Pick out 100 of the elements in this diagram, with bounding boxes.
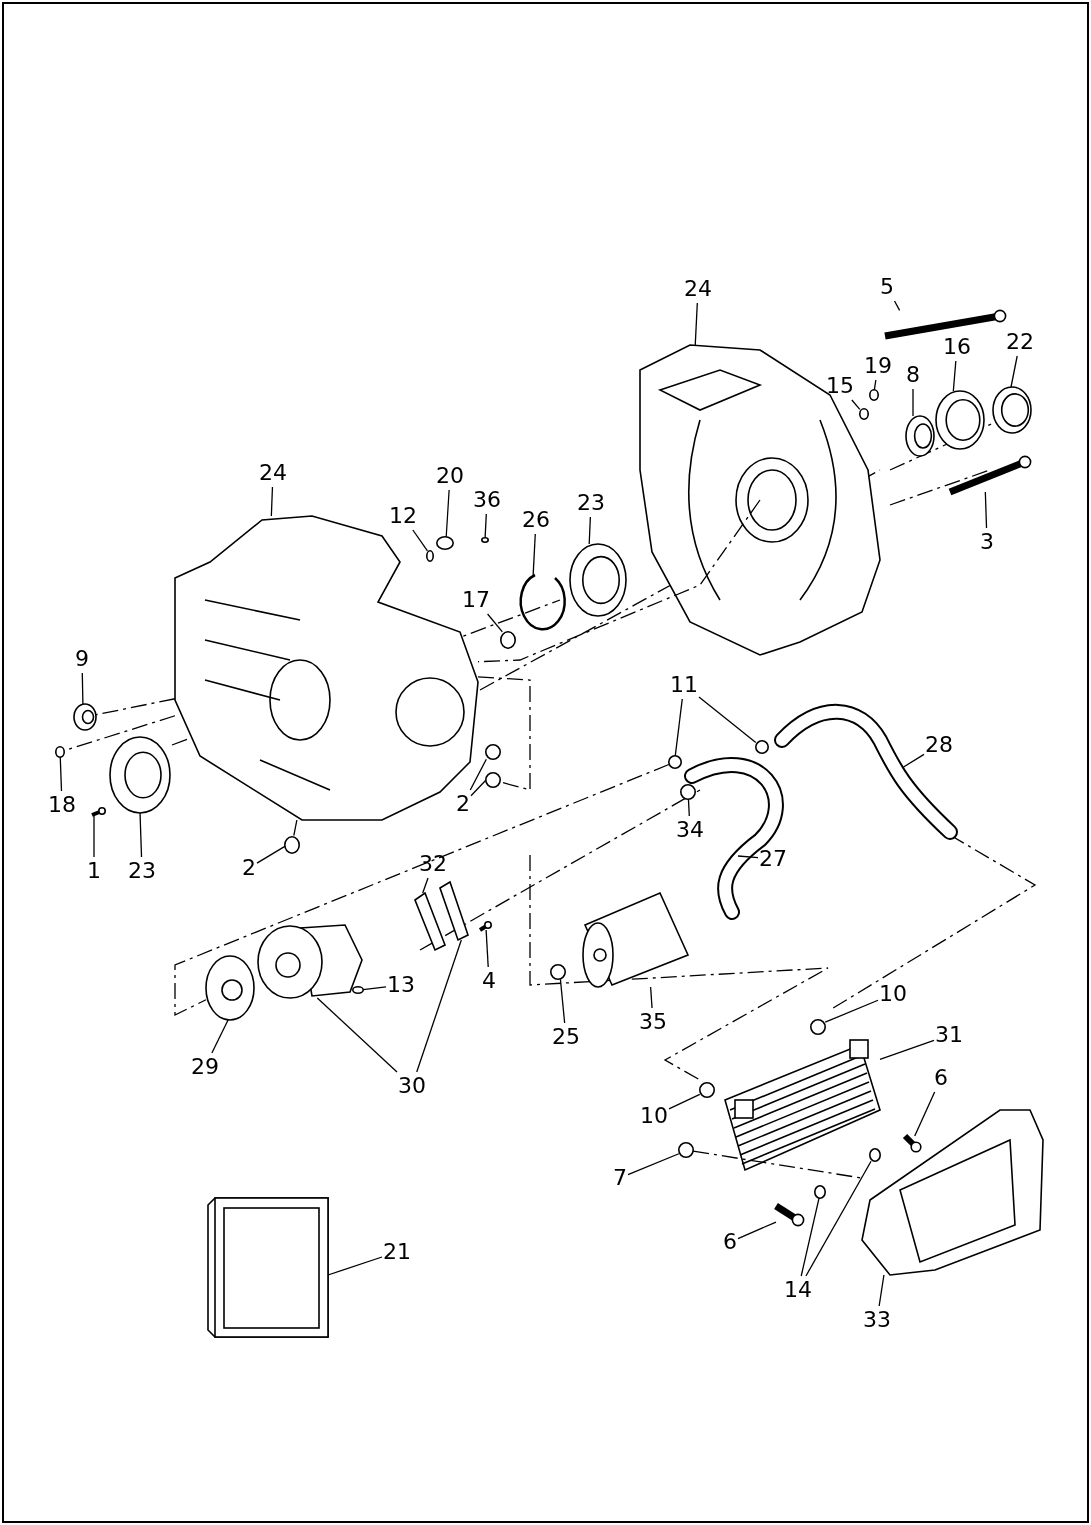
leader-line <box>93 814 95 858</box>
callout-number: 35 <box>639 1009 667 1035</box>
centerline <box>477 676 531 791</box>
leader-line <box>256 845 286 864</box>
leader-line <box>416 939 462 1073</box>
callout-number: 13 <box>387 972 415 998</box>
plug-drawing <box>485 744 501 760</box>
callout-number: 28 <box>925 732 953 758</box>
leader-line <box>422 877 429 894</box>
leader-line <box>901 753 925 769</box>
leader-line <box>588 516 592 545</box>
leader-line <box>984 491 988 529</box>
plug-drawing <box>485 772 501 788</box>
gasket-drawing <box>414 891 446 952</box>
gasket-drawing <box>439 880 469 942</box>
leader-line <box>445 489 450 538</box>
bolt-drawing <box>774 1203 805 1227</box>
leader-line <box>316 997 398 1073</box>
callout-number: 20 <box>436 463 464 489</box>
leader-line <box>698 696 757 744</box>
callout-number: 19 <box>864 353 892 379</box>
callout-number: 9 <box>75 646 89 672</box>
leader-line <box>486 613 503 633</box>
gasket-drawing <box>205 955 255 1021</box>
leader-line <box>952 360 957 392</box>
centerline <box>692 1150 863 1179</box>
leader-line <box>668 1093 701 1110</box>
oil-cooler-drawing <box>724 1039 881 1172</box>
callout-number: 18 <box>48 792 76 818</box>
nut-drawing <box>810 1019 826 1035</box>
parts-package-drawing <box>207 1197 329 1338</box>
callout-number: 6 <box>934 1065 948 1091</box>
washer-drawing <box>869 1148 881 1162</box>
leader-line <box>412 529 429 552</box>
callout-number: 2 <box>456 791 470 817</box>
callout-number: 33 <box>863 1307 891 1333</box>
retaining-ring-drawing <box>519 573 566 631</box>
washer-drawing <box>814 1185 826 1199</box>
bolt-drawing <box>902 1133 922 1153</box>
centerline <box>174 763 670 1017</box>
plug-drawing <box>284 836 300 854</box>
oil-filter-drawing <box>582 891 690 988</box>
bushing-drawing <box>73 703 97 731</box>
bearing-drawing <box>992 386 1032 434</box>
callout-number: 36 <box>473 487 501 513</box>
o-ring-drawing <box>426 550 434 562</box>
callout-number: 23 <box>577 490 605 516</box>
callout-number: 5 <box>880 274 894 300</box>
nut-drawing <box>699 1082 715 1098</box>
leader-line <box>270 486 274 517</box>
callout-number: 11 <box>670 672 698 698</box>
leader-line <box>532 533 536 576</box>
callout-number: 34 <box>676 817 704 843</box>
leader-line <box>1010 355 1018 388</box>
centerline <box>477 499 761 663</box>
leader-line <box>81 672 84 705</box>
plug-drawing <box>550 964 566 980</box>
callout-number: 6 <box>723 1229 737 1255</box>
callout-number: 16 <box>943 334 971 360</box>
dowel-drawing <box>500 631 516 649</box>
callout-number: 26 <box>522 507 550 533</box>
nut-drawing <box>678 1142 694 1158</box>
leader-line <box>211 1019 229 1054</box>
callout-number: 23 <box>128 858 156 884</box>
plug-drawing <box>869 389 879 401</box>
leader-line <box>824 999 879 1023</box>
hose-drawing <box>774 703 958 840</box>
leader-line <box>851 399 861 411</box>
bolt-drawing <box>884 309 1007 340</box>
leader-line <box>893 300 901 312</box>
screw-drawing <box>481 537 489 543</box>
leader-line <box>800 1197 820 1277</box>
dowel-drawing <box>859 408 869 420</box>
dowel-drawing <box>55 746 65 758</box>
bearing-drawing <box>109 736 171 814</box>
callout-number: 29 <box>191 1054 219 1080</box>
callout-number: 24 <box>684 276 712 302</box>
bolt-drawing <box>478 921 492 932</box>
callout-number: 24 <box>259 460 287 486</box>
bearing-drawing <box>569 543 627 617</box>
cooler-cover-drawing <box>861 1109 1044 1276</box>
callout-number: 25 <box>552 1024 580 1050</box>
leader-line <box>485 929 489 968</box>
o-ring-drawing <box>352 986 364 994</box>
callout-number: 2 <box>242 855 256 881</box>
callout-number: 30 <box>398 1073 426 1099</box>
callout-number: 10 <box>879 981 907 1007</box>
callout-number: 32 <box>419 851 447 877</box>
seal-drawing <box>905 415 935 457</box>
bolt-drawing <box>91 807 106 817</box>
centerline <box>292 819 298 838</box>
leader-line <box>469 758 487 791</box>
leader-line <box>627 1153 680 1176</box>
leader-line <box>484 513 487 539</box>
leader-line <box>878 1274 885 1307</box>
leader-line <box>737 855 759 859</box>
callout-number: 3 <box>980 529 994 555</box>
callout-number: 31 <box>935 1022 963 1048</box>
leader-line <box>327 1256 383 1276</box>
callout-number: 15 <box>826 373 854 399</box>
